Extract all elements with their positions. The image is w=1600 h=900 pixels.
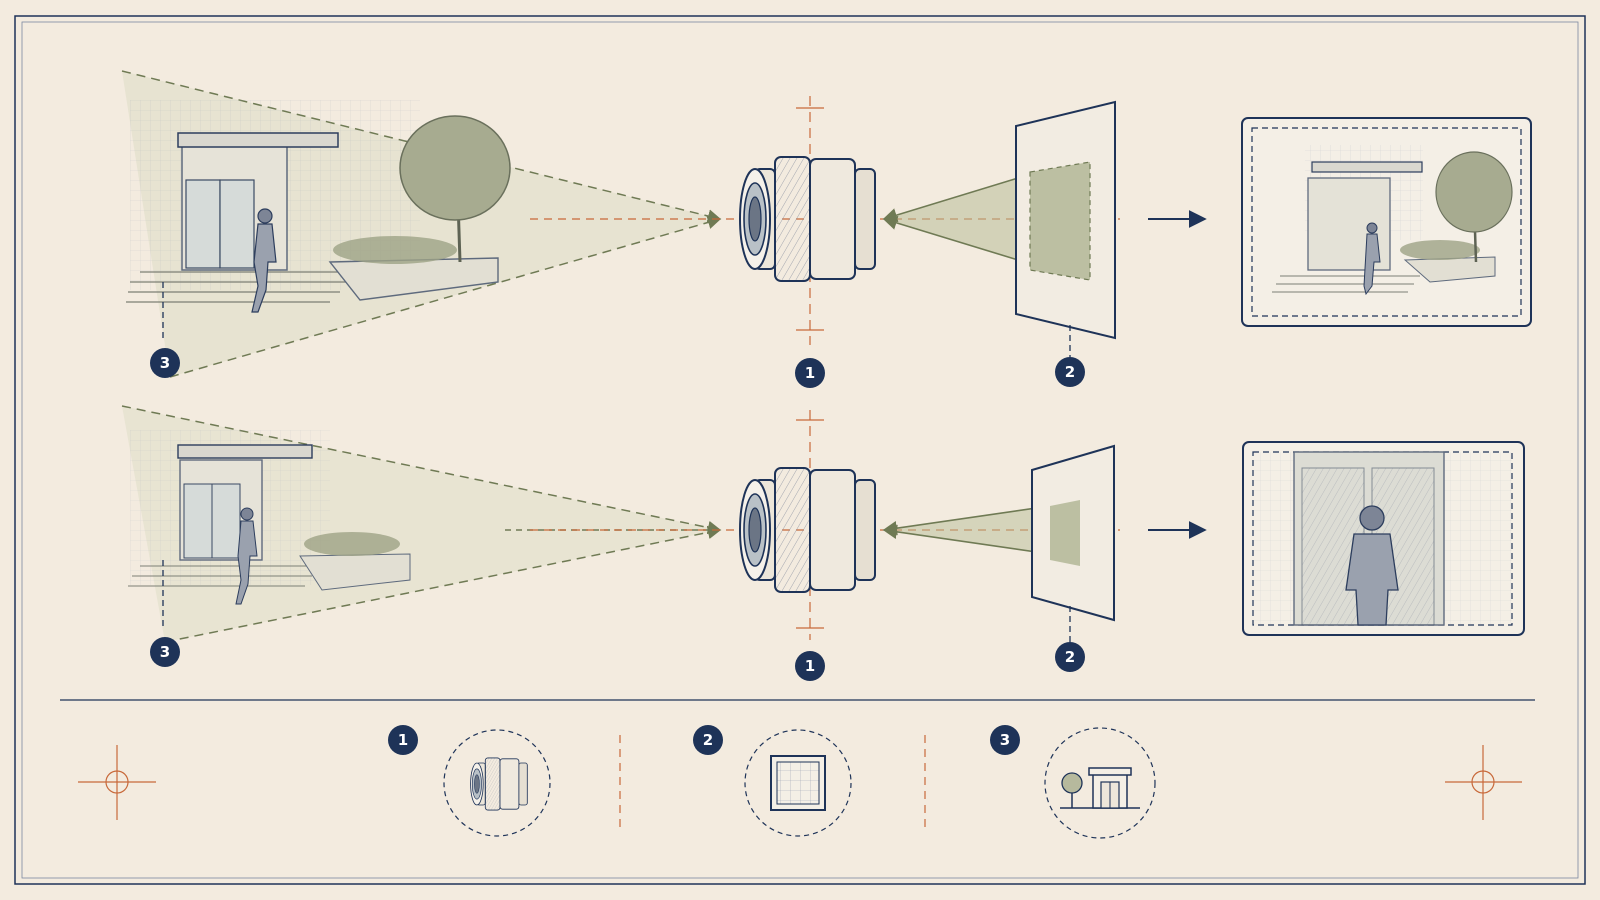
- row-wide-fov: [121, 70, 1532, 378]
- row-narrow-fov: [121, 405, 1525, 643]
- svg-text:2: 2: [1065, 648, 1075, 666]
- cropped-person-thumbnail: [1242, 441, 1525, 636]
- legend-badge-2: 2: [693, 725, 723, 755]
- lens-icon: [470, 757, 528, 811]
- legend-item-scene: 3: [990, 725, 1156, 839]
- svg-text:3: 3: [160, 643, 170, 661]
- badge-sensor-row-1: 2: [1055, 357, 1085, 387]
- svg-text:3: 3: [1000, 731, 1010, 749]
- svg-text:1: 1: [805, 657, 815, 675]
- lens-icon: [739, 467, 876, 593]
- legend-badge-1: 1: [388, 725, 418, 755]
- sensor-ray-bottom: [882, 215, 1019, 261]
- page-frame: [14, 15, 1586, 885]
- fov-ray-top: [121, 405, 722, 535]
- sensor-plane: [1031, 444, 1115, 642]
- scene-icon: [1060, 767, 1140, 809]
- wide-scene-thumbnail: [1241, 117, 1532, 327]
- sensor-plane: [1015, 100, 1116, 357]
- svg-text:1: 1: [805, 364, 815, 382]
- svg-text:1: 1: [398, 731, 408, 749]
- badge-scene-row-1: 3: [150, 348, 180, 378]
- badge-lens-row-2: 1: [795, 651, 825, 681]
- page-inner-frame: [21, 21, 1579, 879]
- badge-lens-row-1: 1: [795, 358, 825, 388]
- wide-scene-sketch: [126, 100, 511, 342]
- narrow-scene-sketch: [128, 430, 411, 626]
- svg-text:2: 2: [1065, 363, 1075, 381]
- svg-text:3: 3: [160, 354, 170, 372]
- badge-scene-row-2: 3: [150, 637, 180, 667]
- fov-ray-bottom: [169, 215, 722, 378]
- fov-ray-bottom: [164, 525, 722, 643]
- lens-icon: [739, 156, 876, 282]
- legend-item-sensor: 2: [693, 725, 852, 837]
- sensor-ray-top: [882, 505, 1051, 536]
- sensor-icon: [770, 755, 826, 811]
- svg-text:2: 2: [703, 731, 713, 749]
- legend-item-lens: 1: [388, 725, 551, 837]
- legend-badge-3: 3: [990, 725, 1020, 755]
- badge-sensor-row-2: 2: [1055, 642, 1085, 672]
- corner-crosshair-left: [78, 745, 156, 820]
- sensor-ray-bottom: [882, 524, 1051, 555]
- sensor-ray-top: [882, 177, 1019, 223]
- corner-crosshair-right: [1445, 745, 1522, 820]
